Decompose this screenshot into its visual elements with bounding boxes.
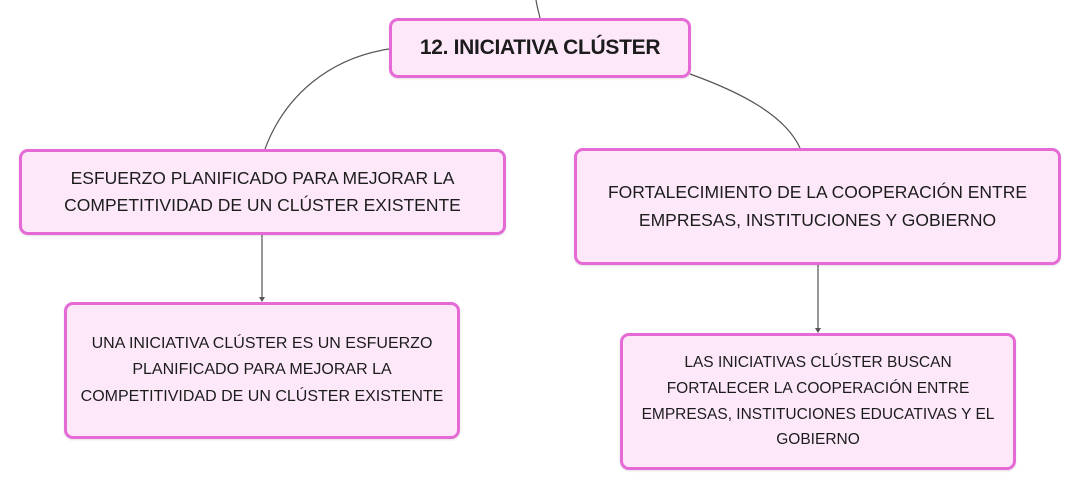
left-topic-label: ESFUERZO PLANIFICADO PARA MEJORAR LA COM… [64, 167, 461, 215]
right-topic-node[interactable]: FORTALECIMIENTO DE LA COOPERACIÓN ENTRE … [574, 148, 1061, 265]
arrowhead-right-detail [815, 328, 821, 333]
right-detail-label: LAS INICIATIVAS CLÚSTER BUSCAN FORTALECE… [641, 354, 995, 449]
connector-parent-to-root [535, 0, 541, 19]
root-topic-label: 12. INICIATIVA CLÚSTER [419, 36, 661, 59]
arrowhead-left-detail [259, 297, 265, 302]
left-detail-node[interactable]: UNA INICIATIVA CLÚSTER ES UN ESFUERZO PL… [64, 302, 460, 439]
connector-root-to-left-topic [264, 48, 390, 150]
connector-root-to-right-topic [689, 73, 801, 149]
root-topic-node[interactable]: 12. INICIATIVA CLÚSTER [389, 18, 691, 78]
left-detail-label: UNA INICIATIVA CLÚSTER ES UN ESFUERZO PL… [80, 334, 444, 405]
right-topic-label: FORTALECIMIENTO DE LA COOPERACIÓN ENTRE … [607, 182, 1028, 230]
left-topic-node[interactable]: ESFUERZO PLANIFICADO PARA MEJORAR LA COM… [19, 149, 506, 235]
right-detail-node[interactable]: LAS INICIATIVAS CLÚSTER BUSCAN FORTALECE… [620, 333, 1016, 470]
